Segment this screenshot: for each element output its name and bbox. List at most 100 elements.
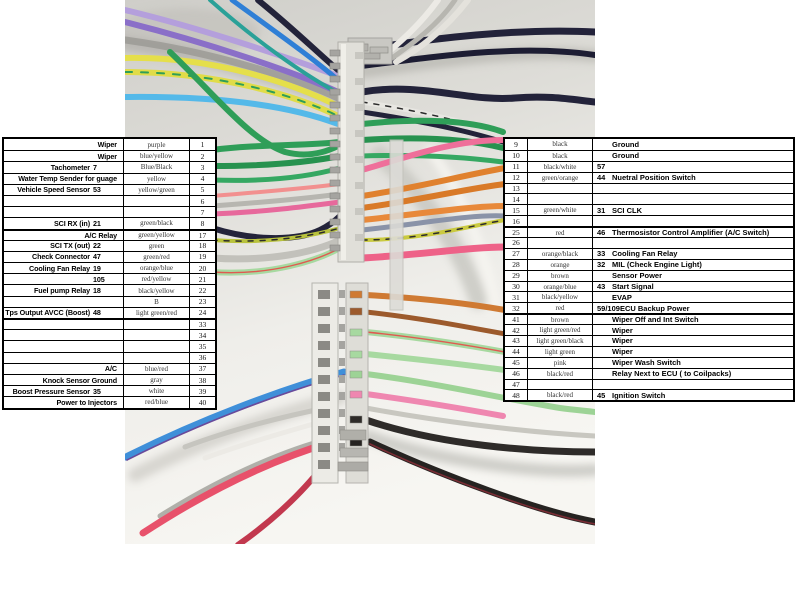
signal-desc-cell: Wiper Off and Int Switch: [593, 315, 793, 324]
wire-color-cell: green/yellow: [124, 230, 190, 240]
wire-color-cell: [528, 379, 593, 390]
pin-number-cell: 45: [505, 357, 528, 368]
pin-number-cell: 19: [198, 252, 207, 262]
pin-number-cell: 26: [505, 238, 528, 248]
table-row: Vehicle Speed Sensor 53 yellow/green 5: [4, 183, 215, 195]
wire-color-cell: light green: [528, 346, 593, 357]
right-pinout-table: 9 black Ground 10 black Ground 11 black/…: [503, 137, 795, 403]
table-row: 32 red 59/109 ECU Backup Power: [505, 302, 793, 314]
signal-label-cell: Fuel pump Relay 18: [4, 285, 124, 296]
signal-number: 7: [93, 162, 97, 172]
signal-label-cell: Vehicle Speed Sensor 53: [4, 184, 124, 195]
left-pinout-table: Wiper purple 1 Wiper blue/yellow 2 Tacho…: [2, 137, 217, 410]
table-row: 46 black/red Relay Next to ECU ( to Coil…: [505, 367, 793, 379]
signal-desc-cell: 33 Cooling Fan Relay: [593, 249, 793, 259]
signal-label: Wiper: [612, 325, 633, 335]
signal-desc-cell: [593, 184, 793, 194]
signal-label-cell: Cooling Fan Relay 19: [4, 263, 124, 274]
signal-label: Ground: [612, 151, 640, 161]
wire-color-cell: black/red: [528, 390, 593, 401]
signal-label: A/C Relay: [84, 230, 117, 240]
signal-desc-cell: 31 SCI CLK: [593, 205, 793, 215]
signal-desc-cell: [593, 216, 793, 226]
pin-number-cell: 24: [198, 308, 207, 318]
wires-left-top: [125, 0, 342, 158]
wire-color-cell: black/red: [528, 368, 593, 379]
table-row: 47: [505, 378, 793, 390]
signal-label-cell: 105: [4, 274, 124, 285]
table-row: 35: [4, 340, 215, 352]
pin-number-cell: 1: [200, 140, 205, 150]
signal-desc-cell: [593, 194, 793, 204]
signal-label-cell: Tps Output AVCC (Boost) 48: [4, 307, 124, 318]
signal-number: 32: [597, 260, 606, 270]
wire-color-cell: green/orange: [528, 172, 593, 183]
table-row: 29 brown Sensor Power: [505, 269, 793, 281]
pin-number-cell: 41: [505, 315, 528, 325]
pin-number-cell: 29: [505, 270, 528, 281]
wire-color-cell: [124, 207, 190, 218]
table-row: SCI TX (out) 22 green 18: [4, 239, 215, 251]
signal-label: Check Connector: [31, 252, 90, 262]
pin-number-cell: 11: [505, 161, 528, 172]
pin-number-cell: 39: [198, 386, 207, 396]
signal-desc-cell: [593, 380, 793, 390]
signal-label: Wiper: [97, 151, 118, 161]
wire-color-cell: green/white: [528, 205, 593, 216]
wire-color-cell: yellow/green: [124, 184, 190, 195]
pin-number-cell: 38: [198, 375, 207, 385]
wire-color-cell: [124, 352, 190, 363]
signal-label: Cooling Fan Relay: [29, 263, 90, 273]
signal-number: 22: [93, 241, 101, 251]
signal-desc-cell: 57: [593, 162, 793, 172]
signal-label: Wiper: [612, 347, 633, 357]
table-row: 14: [505, 193, 793, 205]
wire-color-cell: brown: [528, 315, 593, 325]
signal-label: SCI TX (out): [50, 241, 90, 251]
signal-label: Ignition Switch: [612, 390, 666, 400]
signal-label: Wiper: [97, 140, 118, 150]
wire-color-cell: black: [528, 139, 593, 150]
pin-number-cell: 43: [505, 336, 528, 346]
pin-number-cell: 10: [505, 150, 528, 161]
signal-label-cell: [4, 320, 124, 330]
signal-label: Water Temp Sender for guage: [18, 174, 117, 184]
table-row: Knock Sensor Ground gray 38: [4, 373, 215, 386]
table-row: 26: [505, 237, 793, 248]
table-row: 15 green/white 31 SCI CLK: [505, 204, 793, 216]
table-row: 48 black/red 45 Ignition Switch: [505, 389, 793, 401]
wire-color-cell: [124, 330, 190, 341]
table-row: 6: [4, 194, 215, 207]
signal-label: Wiper Off and Int Switch: [612, 315, 699, 325]
pin-number-cell: 30: [505, 281, 528, 292]
signal-desc-cell: 43 Start Signal: [593, 282, 793, 292]
signal-number: 43: [597, 282, 606, 292]
wire-color-cell: black/white: [528, 161, 593, 172]
signal-label-cell: [4, 195, 124, 207]
pin-number-cell: 8: [200, 218, 205, 228]
pin-number-cell: 37: [198, 364, 207, 374]
wire-color-cell: green: [124, 240, 190, 251]
wire-color-cell: brown: [528, 270, 593, 281]
signal-desc-cell: Relay Next to ECU ( to Coilpacks): [593, 369, 793, 379]
wire-color-cell: [528, 194, 593, 205]
wire-color-cell: light green/black: [528, 336, 593, 346]
pin-number-cell: 2: [200, 151, 205, 161]
signal-desc-cell: 46 Thermosistor Control Amplifier (A/C S…: [593, 228, 793, 237]
wire-color-cell: purple: [124, 139, 190, 151]
wire-color-cell: [528, 238, 593, 248]
signal-label: SCI RX (in): [53, 218, 90, 228]
signal-label: Cooling Fan Relay: [612, 249, 678, 259]
table-row: 13: [505, 182, 793, 194]
wire-color-cell: orange/blue: [528, 281, 593, 292]
table-row: Check Connector 47 green/red 19: [4, 250, 215, 263]
signal-label-cell: Check Connector 47: [4, 251, 124, 263]
pin-number-cell: 7: [200, 207, 205, 217]
table-row: Wiper purple 1: [4, 139, 215, 151]
signal-label-cell: Water Temp Sender for guage: [4, 173, 124, 184]
pin-number-cell: 21: [198, 274, 207, 284]
signal-desc-cell: 59/109 ECU Backup Power: [593, 303, 793, 313]
pin-number-cell: 44: [505, 346, 528, 357]
signal-label-cell: A/C Relay: [4, 230, 124, 240]
